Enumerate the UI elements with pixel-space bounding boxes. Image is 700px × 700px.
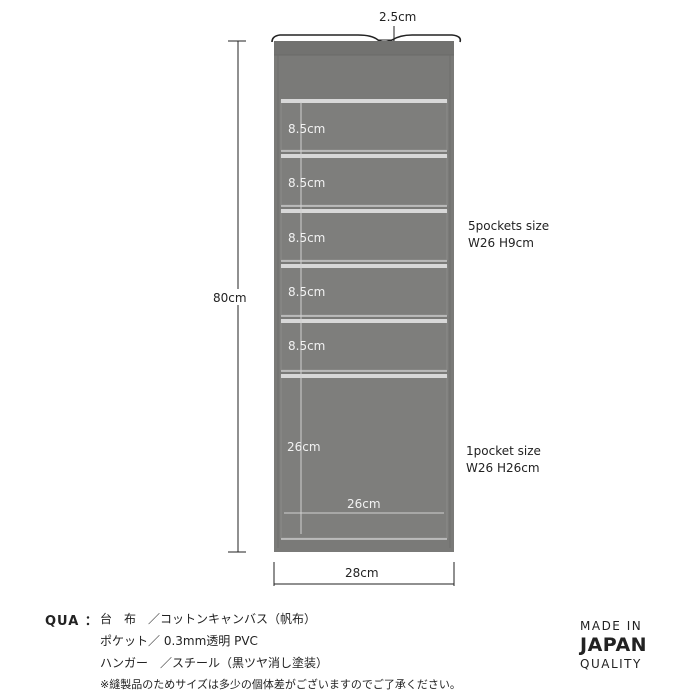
- spec-line-hanger: ハンガー ／スチール（黒ツヤ消し塗装）: [100, 656, 329, 670]
- one-pocket-note: 1pocket size W26 H26cm: [466, 443, 541, 477]
- small-pocket: [280, 154, 448, 207]
- badge-line-quality: QUALITY: [580, 657, 642, 671]
- fabric-top-hem: [274, 41, 454, 55]
- hanger-width-label: 2.5cm: [379, 10, 416, 24]
- pocket-height-label: 8.5cm: [288, 339, 325, 353]
- small-pocket: [280, 99, 448, 152]
- one-pocket-note-line1: 1pocket size: [466, 444, 541, 458]
- large-pocket: [280, 374, 448, 540]
- five-pockets-note: 5pockets size W26 H9cm: [468, 218, 549, 252]
- pocket-height-label: 8.5cm: [288, 122, 325, 136]
- spec-note: ※縫製品のためサイズは多少の個体差がございますのでご了承ください。: [100, 678, 461, 691]
- one-pocket-note-line2: W26 H26cm: [466, 461, 540, 475]
- five-pockets-note-line2: W26 H9cm: [468, 236, 534, 250]
- small-pocket: [280, 209, 448, 262]
- spec-line-fabric: 台 布 ／コットンキャンバス（帆布）: [100, 612, 317, 626]
- five-pockets-note-line1: 5pockets size: [468, 219, 550, 233]
- small-pocket: [280, 319, 448, 372]
- total-width-label: 28cm: [345, 566, 379, 580]
- made-in-japan-badge: MADE IN JAPAN QUALITY: [580, 618, 660, 672]
- pocket-height-label: 8.5cm: [288, 176, 325, 190]
- total-height-label-bg: [212, 289, 252, 305]
- spec-title: QUA ：: [45, 614, 99, 629]
- inner-width-label: 26cm: [347, 497, 381, 511]
- total-height-label: 80cm: [213, 291, 247, 305]
- pocket-height-label: 8.5cm: [288, 231, 325, 245]
- large-pocket-height-label: 26cm: [287, 440, 321, 454]
- small-pocket: [280, 264, 448, 317]
- badge-line-japan: JAPAN: [580, 634, 648, 656]
- hanger-wire: [271, 34, 462, 43]
- spec-line-pocket: ポケット／ 0.3mm透明 PVC: [100, 634, 258, 648]
- organizer-diagram: 2.5cm 8.5cm 8.5cm 8.5cm 8.5c: [212, 10, 462, 586]
- badge-line-made-in: MADE IN: [580, 619, 643, 633]
- pocket-height-label: 8.5cm: [288, 285, 325, 299]
